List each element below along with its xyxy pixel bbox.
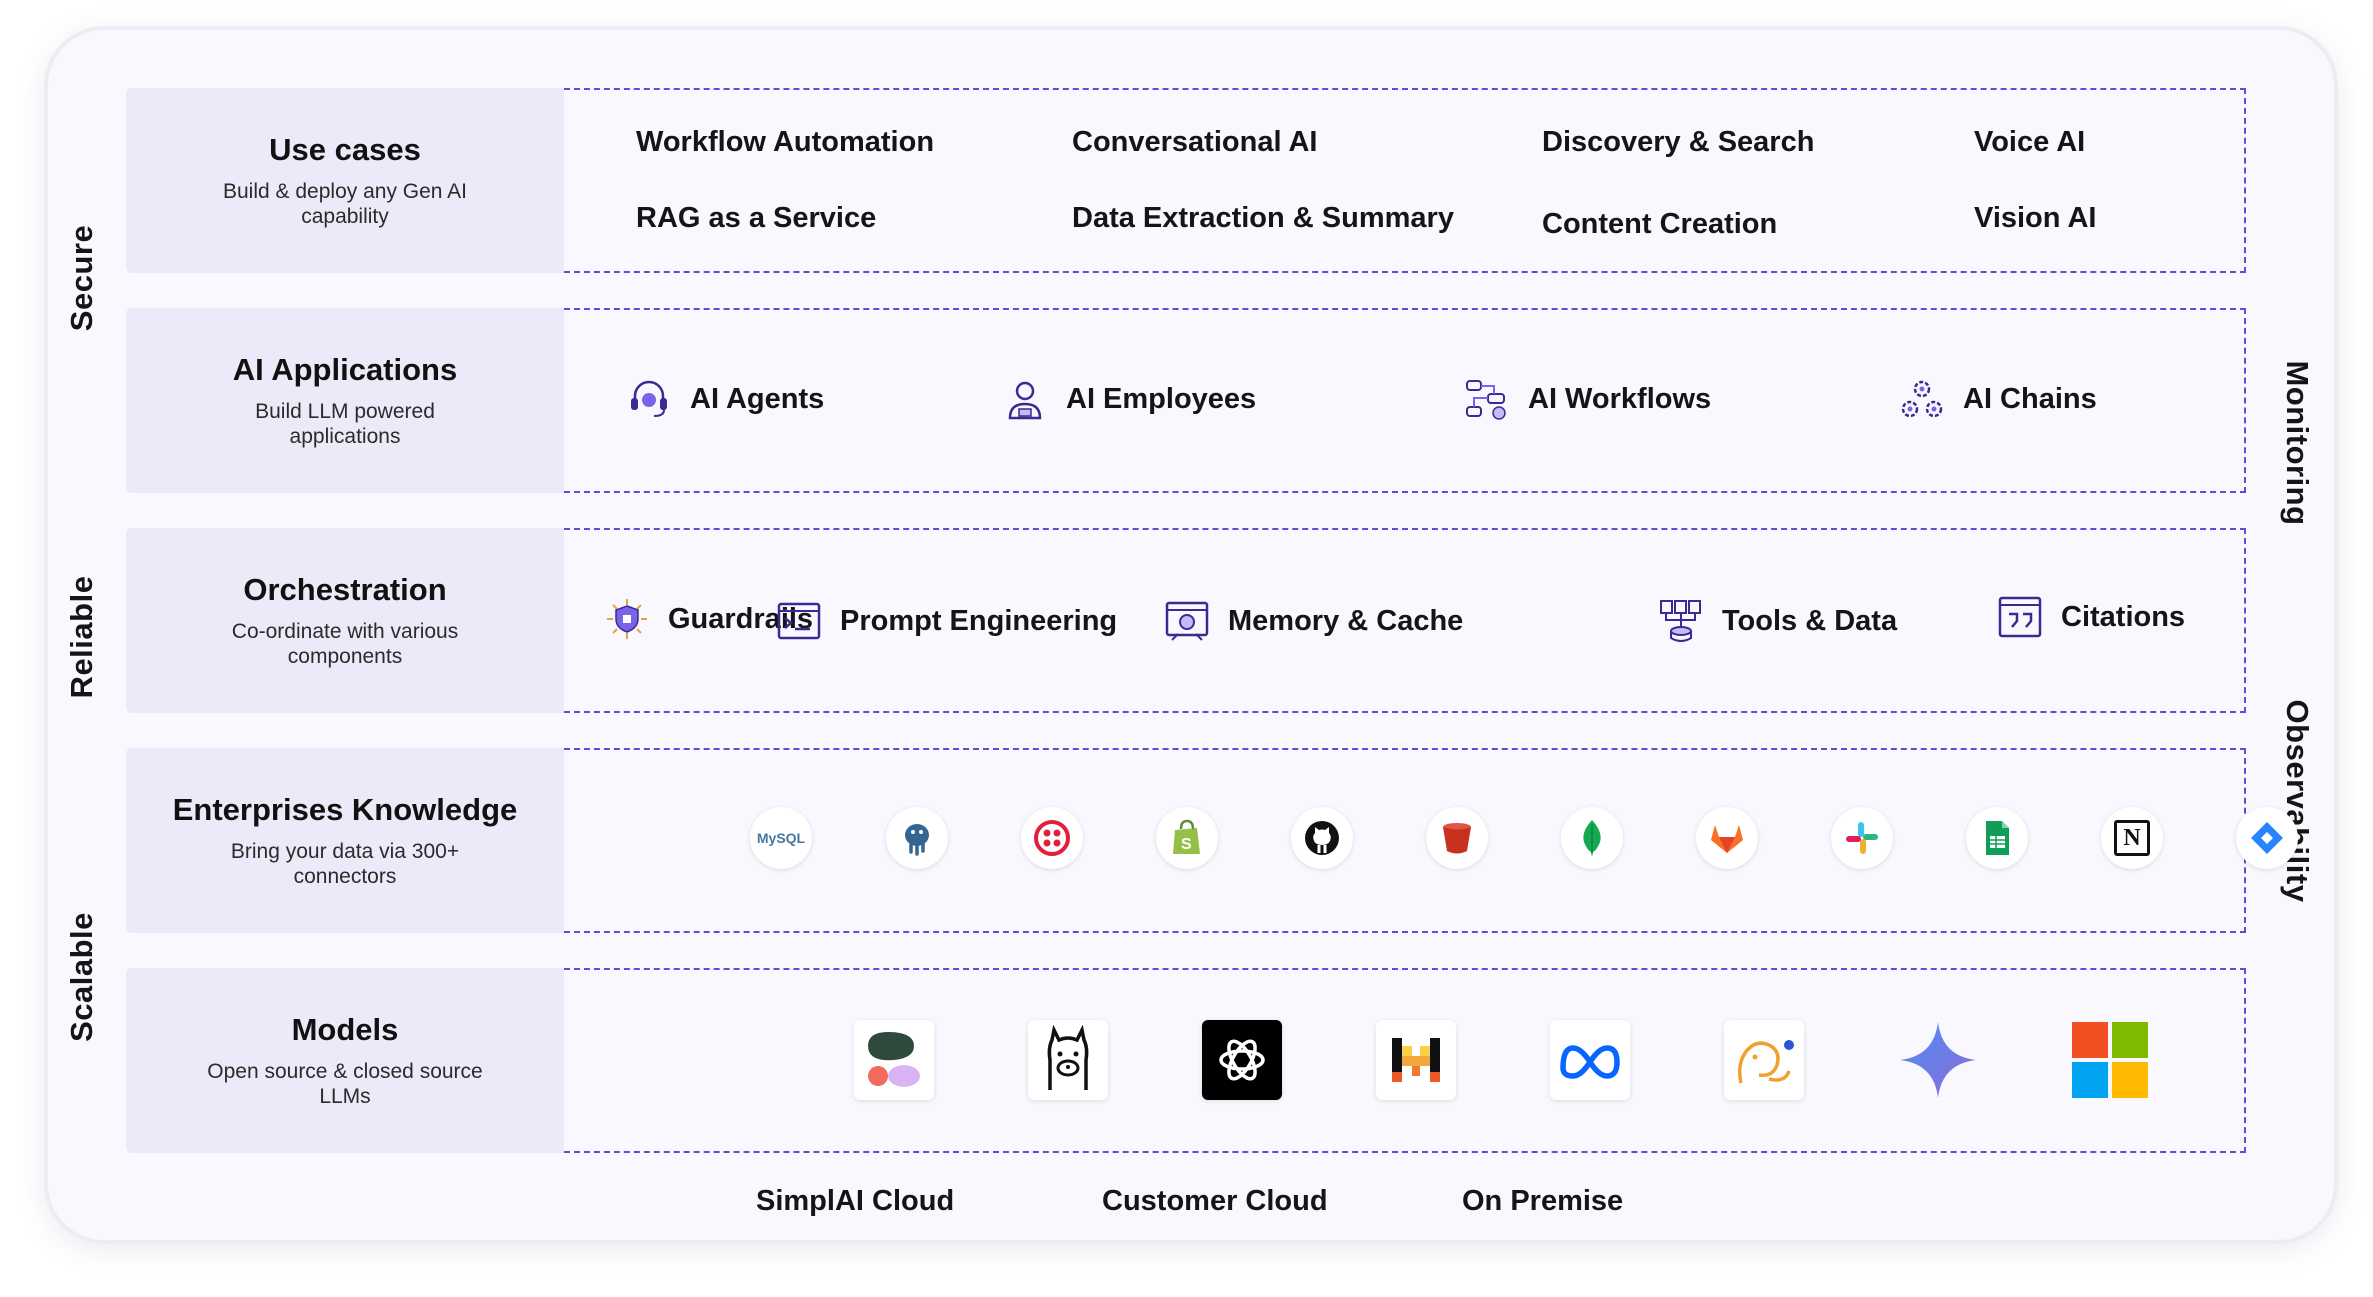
twilio-icon [1021, 807, 1083, 869]
postgresql-icon [886, 807, 948, 869]
anyscale-icon [854, 1020, 934, 1100]
chain-gears-icon [1901, 380, 1943, 418]
gemini-icon [1898, 1020, 1978, 1100]
layer-label: Use cases Build & deploy any Gen AI capa… [126, 88, 564, 273]
app-label: AI Chains [1963, 382, 2097, 415]
use-case-conversational-ai: Conversational AI [1072, 126, 1318, 158]
layer-title: Use cases [269, 132, 421, 168]
gitlab-icon [1696, 807, 1758, 869]
layer-subtitle: Build & deploy any Gen AI capability [223, 180, 467, 228]
mysql-icon: MySQL [750, 807, 812, 869]
microsoft-icon [2072, 1022, 2148, 1098]
layer-enterprise-knowledge: Enterprises Knowledge Bring your data vi… [126, 748, 2298, 933]
layer-label: Models Open source & closed source LLMs [126, 968, 564, 1153]
notion-icon: N [2101, 807, 2163, 869]
orch-label: Citations [2061, 600, 2186, 633]
employee-icon [1008, 381, 1042, 420]
layer-title: Models [291, 1012, 399, 1048]
deploy-simplai-cloud: SimplAI Cloud [756, 1185, 955, 1217]
app-ai-employees: AI Employees [1002, 376, 1256, 422]
deploy-on-premise: On Premise [1462, 1185, 1624, 1217]
orch-citations: Citations [1997, 594, 2185, 640]
layer-use-cases: Use cases Build & deploy any Gen AI capa… [126, 88, 2248, 273]
layer-label: Orchestration Co-ordinate with various c… [126, 528, 564, 713]
terminal-icon [777, 602, 821, 640]
notion-text: N [2114, 820, 2150, 856]
use-case-rag-service: RAG as a Service [636, 202, 877, 234]
headset-robot-icon [631, 380, 667, 417]
meta-icon [1550, 1020, 1630, 1100]
layer-ai-applications: AI Applications Build LLM powered applic… [126, 308, 2248, 493]
side-label-observability: Observability [2280, 699, 2315, 903]
orch-prompt-engineering: Prompt Engineering [776, 598, 1117, 644]
layer-content [564, 968, 2246, 1153]
layer-content: AI Agents AI Employees AI Workflows [564, 308, 2246, 493]
side-label-reliable: Reliable [64, 575, 99, 699]
layer-content: Guardrails Prompt Engineering Memory & C… [564, 528, 2246, 713]
layer-title: AI Applications [232, 352, 458, 388]
layer-subtitle: Build LLM powered applications [255, 400, 435, 448]
app-ai-agents: AI Agents [626, 376, 824, 422]
mongodb-icon [1561, 807, 1623, 869]
layer-subtitle: Co-ordinate with various components [231, 620, 459, 668]
slack-icon [1831, 807, 1893, 869]
layer-content: Workflow Automation Conversational AI Di… [564, 88, 2246, 273]
app-ai-chains: AI Chains [1899, 376, 2097, 422]
google-sheets-icon [1966, 807, 2028, 869]
orch-label: Tools & Data [1722, 604, 1898, 637]
layer-subtitle: Bring your data via 300+ connectors [230, 840, 460, 888]
use-case-content-creation: Content Creation [1542, 208, 1778, 240]
app-label: AI Employees [1066, 382, 1257, 415]
shield-chip-icon [607, 599, 647, 639]
use-case-workflow-automation: Workflow Automation [636, 126, 935, 158]
svg-text:S: S [1181, 836, 1192, 853]
layer-content: MySQL S N [564, 748, 2298, 933]
openai-icon [1202, 1020, 1282, 1100]
jira-icon [2236, 807, 2298, 869]
app-label: AI Agents [690, 382, 825, 415]
layer-label: AI Applications Build LLM powered applic… [126, 308, 564, 493]
shopify-icon: S [1156, 807, 1218, 869]
orch-guardrails: Guardrails [604, 596, 813, 642]
use-case-voice-ai: Voice AI [1974, 126, 2086, 158]
workflow-icon [1466, 380, 1506, 420]
use-case-discovery-search: Discovery & Search [1542, 126, 1815, 158]
deploy-customer-cloud: Customer Cloud [1102, 1185, 1328, 1217]
layer-title: Orchestration [243, 572, 447, 608]
orch-label: Memory & Cache [1228, 604, 1464, 637]
side-label-monitoring: Monitoring [2280, 360, 2315, 526]
app-ai-workflows: AI Workflows [1464, 376, 1711, 422]
side-label-scalable: Scalable [64, 912, 99, 1042]
orch-label: Guardrails [668, 602, 814, 635]
orch-memory-cache: Memory & Cache [1164, 598, 1463, 644]
side-label-secure: Secure [64, 224, 99, 332]
ollama-icon [1028, 1020, 1108, 1100]
database-tools-icon [1660, 600, 1701, 642]
mysql-text: MySQL [756, 830, 806, 846]
memory-icon [1165, 601, 1209, 641]
layer-models: Models Open source & closed source LLMs [126, 968, 2248, 1153]
layer-label: Enterprises Knowledge Bring your data vi… [126, 748, 564, 933]
mistral-icon [1376, 1020, 1456, 1100]
orch-label: Prompt Engineering [840, 604, 1118, 637]
layer-title: Enterprises Knowledge [172, 792, 518, 828]
layer-orchestration: Orchestration Co-ordinate with various c… [126, 528, 2248, 713]
use-case-data-extraction: Data Extraction & Summary [1072, 202, 1454, 234]
layer-subtitle: Open source & closed source LLMs [207, 1060, 483, 1108]
quote-icon [1998, 596, 2042, 638]
github-icon [1291, 807, 1353, 869]
use-case-vision-ai: Vision AI [1974, 202, 2097, 234]
deepseek-icon [1724, 1020, 1804, 1100]
aws-s3-icon [1426, 807, 1488, 869]
orch-tools-data: Tools & Data [1658, 598, 1897, 644]
app-label: AI Workflows [1528, 382, 1712, 415]
